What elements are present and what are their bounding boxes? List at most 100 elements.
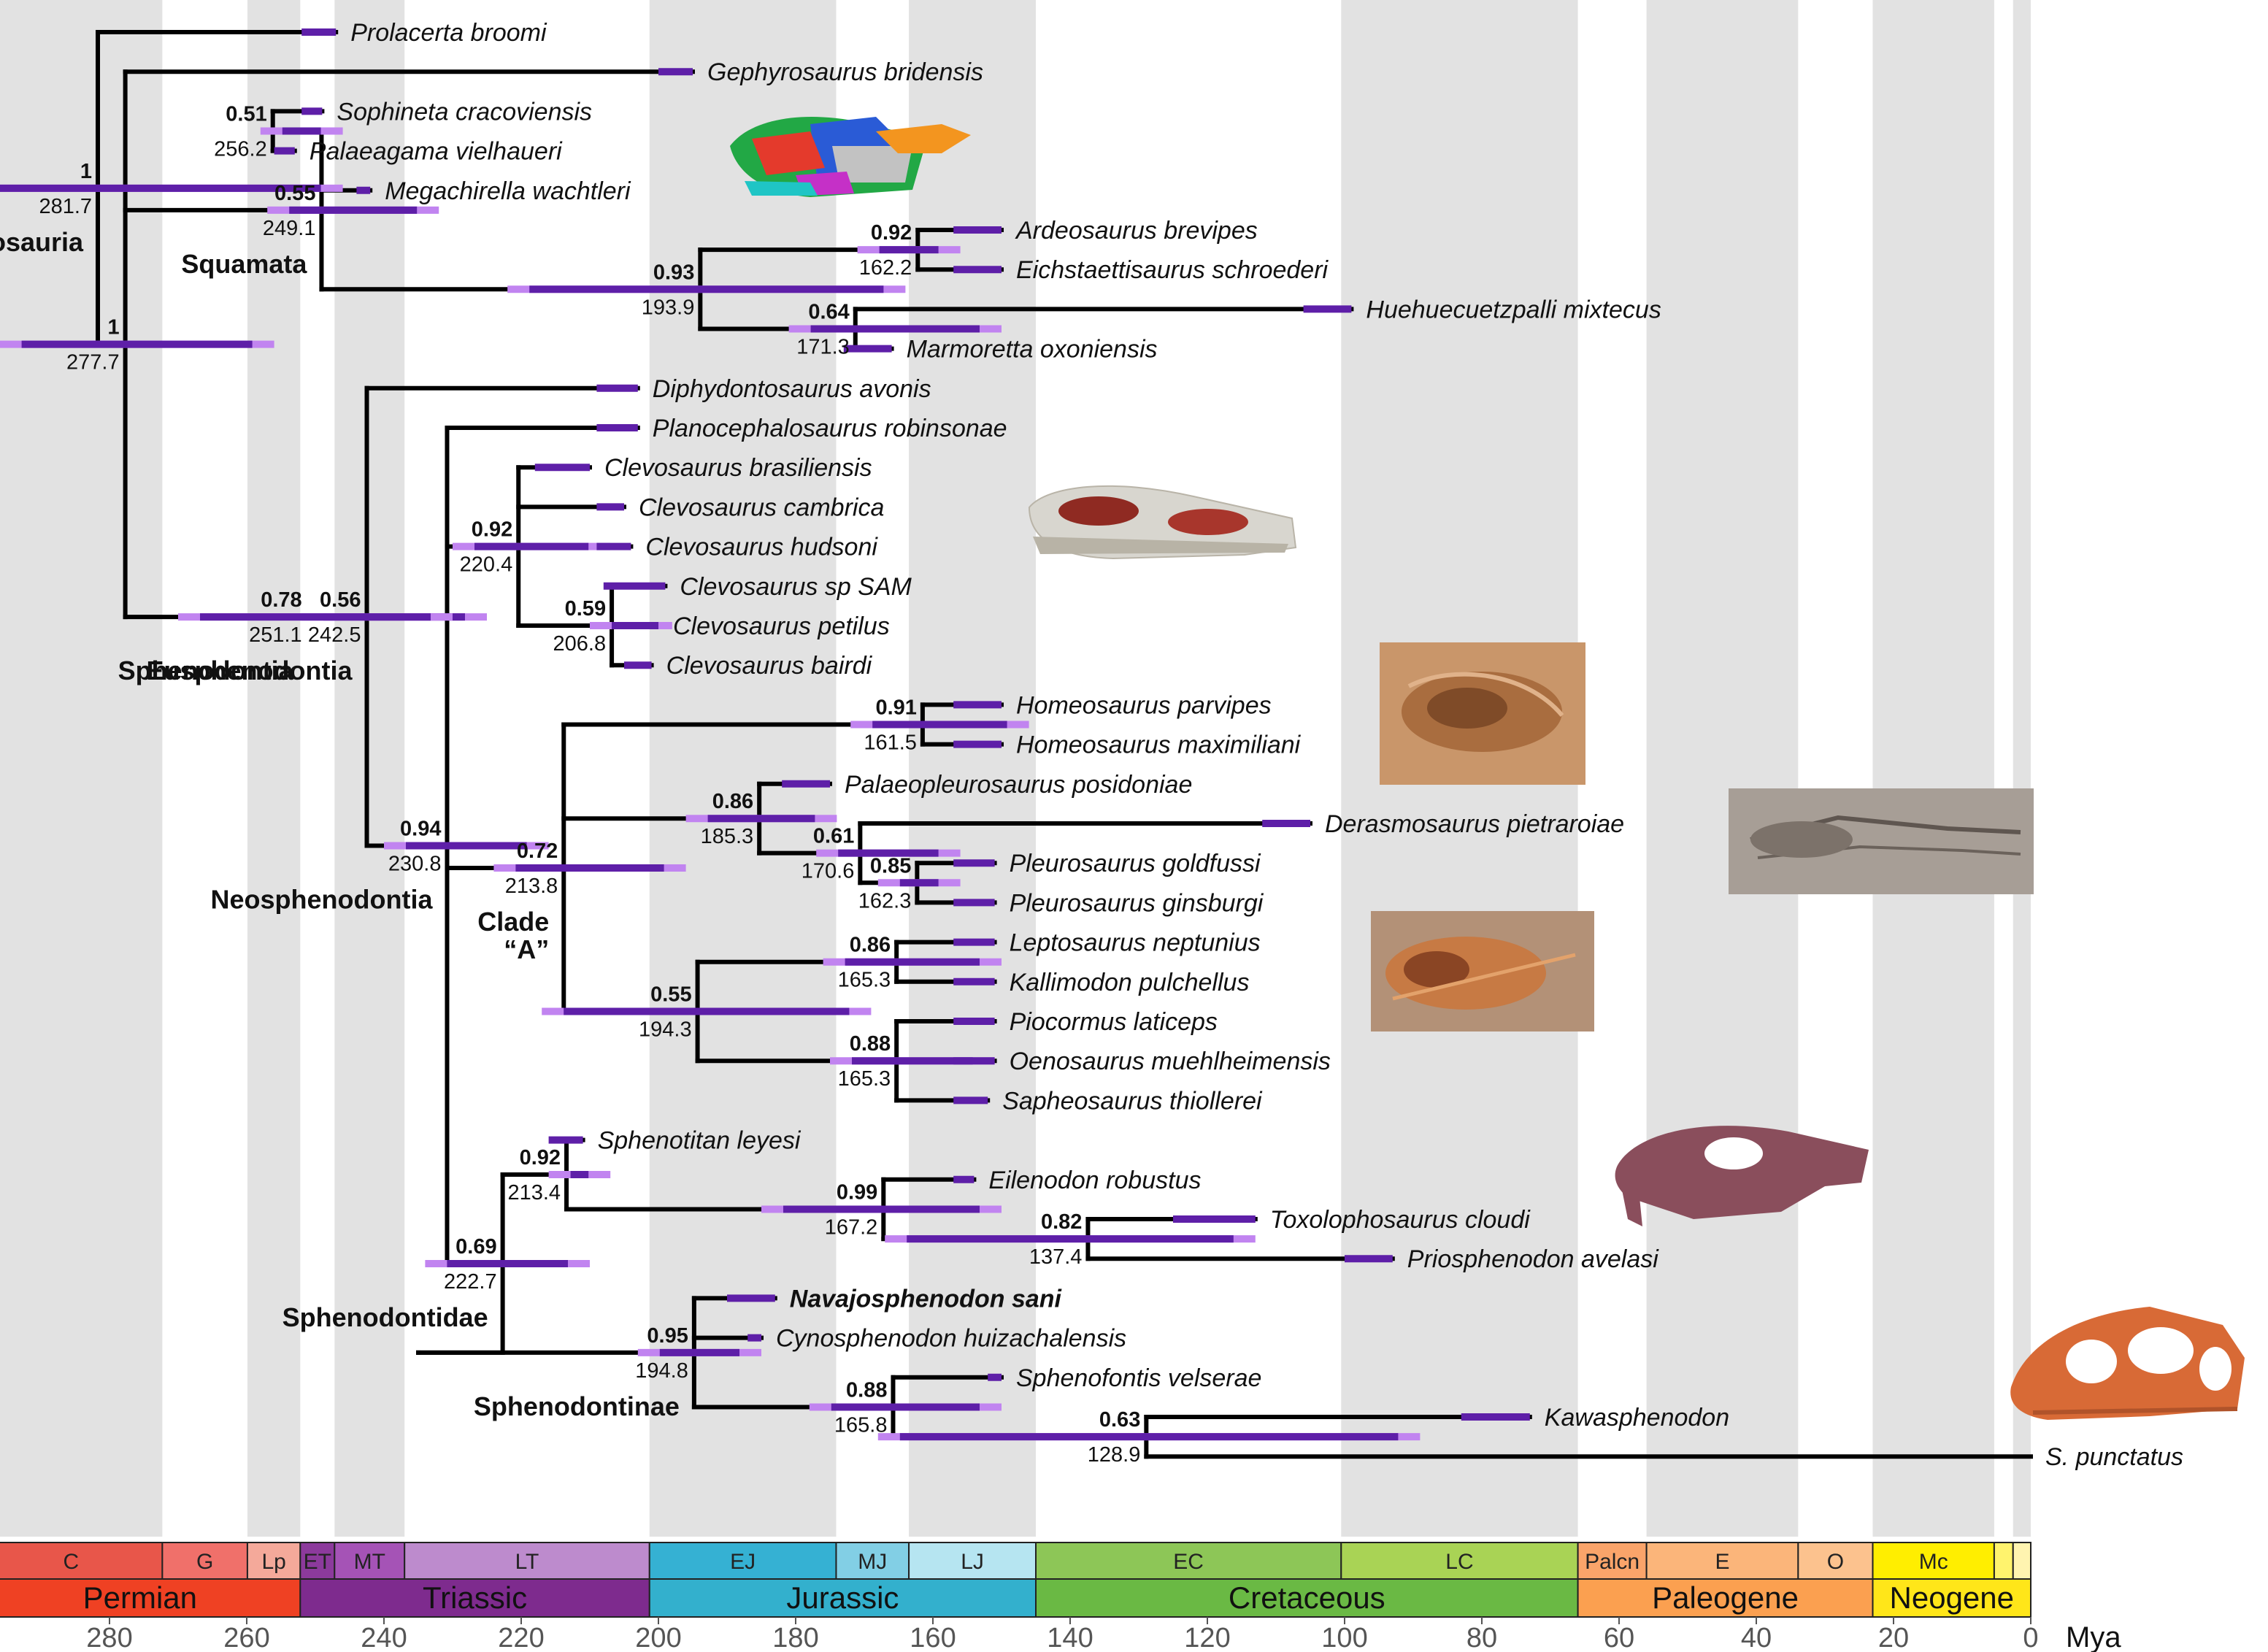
band-lp (247, 0, 301, 1537)
period-cretaceous (1035, 1578, 1579, 1618)
age-n_kawa: 128.9 (1088, 1443, 1141, 1467)
age-n_cladeA: 213.8 (505, 875, 558, 898)
age-n_sapheo: 194.3 (639, 1018, 692, 1041)
support-n_pioc: 0.88 (850, 1032, 891, 1056)
age-n_pleuro: 185.3 (701, 825, 754, 848)
taxon-label-palaeagama: Palaeagama vielhaueri (310, 138, 563, 166)
stage-label-g: G (196, 1550, 213, 1574)
taxon-label-navajosphenodon: Navajosphenodon sani (790, 1285, 1063, 1313)
stage-o (1797, 1542, 1874, 1580)
clade-label-clade-a: Clade (477, 907, 549, 937)
period-label-jurassic: Jurassic (786, 1580, 899, 1615)
tick-label-20: 20 (1878, 1623, 1909, 1652)
taxon-label-planocephalosaurus: Planocephalosaurus robinsonae (653, 415, 1007, 442)
band-quaternary (2013, 0, 2031, 1537)
taxon-label-punctatus: S. punctatus (2045, 1443, 2183, 1471)
axis-unit-label: Mya (2066, 1621, 2121, 1652)
labels: 1281.7Lepidosauria1277.70.51256.20.55249… (0, 19, 2183, 1471)
period-neogene (1872, 1578, 2032, 1618)
age-n_eilen: 167.2 (825, 1215, 878, 1239)
tick-label-280: 280 (86, 1623, 132, 1652)
taxon-label-toxolophosaurus: Toxolophosaurus cloudi (1270, 1206, 1531, 1234)
support-n_sphen: 0.78 (261, 588, 301, 612)
age-n_lepido: 277.7 (66, 351, 120, 374)
stage-label-lj: LJ (961, 1550, 984, 1574)
support-n_cladeA: 0.72 (517, 840, 558, 863)
taxon-label-piocormus: Piocormus laticeps (1010, 1008, 1218, 1036)
support-n_sq: 0.55 (274, 182, 315, 205)
stage-label-mj: MJ (858, 1550, 887, 1574)
taxon-label-cynosphenodon: Cynosphenodon huizachalensis (776, 1325, 1126, 1353)
taxon-label-derasmosaurus: Derasmosaurus pietraroiae (1325, 810, 1624, 838)
age-n_sphen: 251.1 (249, 623, 302, 647)
band-e (1646, 0, 1799, 1537)
clade-label-sphenodontinae: Sphenodontinae (474, 1391, 680, 1421)
taxon-label-sphenotitan: Sphenotitan leyesi (598, 1127, 802, 1155)
clade-label-clade-a: “A” (504, 934, 549, 964)
support-n_pl1: 0.61 (813, 825, 854, 848)
clade-label-squamata: Squamata (181, 249, 307, 279)
taxon-label-clevo_hudsoni: Clevosaurus hudsoni (645, 534, 878, 561)
age-n_eusphen: 242.5 (308, 623, 361, 647)
support-n_ardeich: 0.92 (871, 221, 912, 245)
stage-lj (908, 1542, 1037, 1580)
tick-label-240: 240 (361, 1623, 407, 1652)
period-label-triassic: Triassic (423, 1580, 527, 1615)
taxon-label-pleuro_goldfussi: Pleurosaurus goldfussi (1010, 850, 1261, 877)
age-n_crown: 193.9 (642, 296, 695, 319)
taxon-label-priosphenodon: Priosphenodon avelasi (1407, 1245, 1659, 1273)
taxon-label-clevo_cambrica: Clevosaurus cambrica (639, 493, 884, 521)
support-n_root: 1 (80, 160, 92, 183)
taxon-label-sapheosaurus: Sapheosaurus thiollerei (1002, 1087, 1263, 1115)
age-n_pioc: 165.3 (838, 1067, 891, 1091)
clade-label-lepidosauria: Lepidosauria (0, 227, 84, 257)
taxon-label-clevo_brasiliensis: Clevosaurus brasiliensis (604, 454, 872, 482)
support-n_sapheo: 0.55 (650, 983, 691, 1006)
support-n_eilen: 0.99 (837, 1180, 877, 1204)
support-n_pleuro: 0.86 (712, 790, 753, 813)
taxon-label-clevo_bairdi: Clevosaurus bairdi (666, 652, 873, 680)
clade-label-sphenodontidae: Sphenodontidae (282, 1302, 488, 1332)
phylogenetic-tree: 1281.7Lepidosauria1277.70.51256.20.55249… (0, 19, 2183, 1471)
taxon-label-eilenodon: Eilenodon robustus (988, 1167, 1201, 1194)
age-n_sophpal: 256.2 (214, 138, 267, 161)
taxon-label-leptosaurus: Leptosaurus neptunius (1010, 929, 1261, 957)
stage-c (0, 1542, 164, 1580)
taxon-label-clevo_petilus: Clevosaurus petilus (673, 612, 890, 640)
clade-label-neosphenodontia: Neosphenodontia (210, 884, 433, 914)
tick-label-160: 160 (910, 1623, 956, 1652)
clade-label-eusphenodontia: Eusphenodontia (147, 656, 353, 685)
stage-lp (246, 1542, 301, 1580)
tick-label-100: 100 (1321, 1623, 1367, 1652)
period-triassic (299, 1578, 650, 1618)
band-ej (649, 0, 837, 1537)
support-n_sphenofontis: 0.88 (846, 1378, 887, 1402)
stage-e (1645, 1542, 1799, 1580)
band-mc (1872, 0, 1994, 1537)
stage-mt (334, 1542, 406, 1580)
stage-et (299, 1542, 336, 1580)
tick-label-60: 60 (1604, 1623, 1634, 1652)
taxon-label-eichstaettisaurus: Eichstaettisaurus schroederi (1016, 256, 1329, 284)
period-label-cretaceous: Cretaceous (1229, 1580, 1385, 1615)
support-n_eusphen: 0.56 (320, 588, 361, 612)
taxon-label-pleuro_ginsburgi: Pleurosaurus ginsburgi (1010, 889, 1264, 917)
taxon-label-prolacerta: Prolacerta broomi (350, 19, 547, 47)
priosphenodon-skull-image (1615, 1126, 1869, 1226)
support-n_pl2: 0.85 (870, 854, 911, 877)
taxon-label-clevo_sam: Clevosaurus sp SAM (680, 573, 912, 601)
stage-unlabelled (2012, 1542, 2032, 1580)
period-label-paleogene: Paleogene (1652, 1580, 1799, 1615)
age-n_sphenofontis: 165.8 (834, 1413, 888, 1437)
period-paleogene (1577, 1578, 1874, 1618)
taxon-label-gephyrosaurus: Gephyrosaurus bridensis (707, 58, 983, 86)
stage-label-lt: LT (515, 1550, 539, 1574)
tick-label-220: 220 (498, 1623, 544, 1652)
age-n_navajo: 194.8 (635, 1359, 688, 1383)
taxon-label-homeo_parvipes: Homeosaurus parvipes (1016, 691, 1272, 719)
tick-label-200: 200 (635, 1623, 681, 1652)
age-n_sphenotitan: 213.4 (507, 1181, 561, 1205)
taxon-label-sphenofontis: Sphenofontis velserae (1016, 1364, 1261, 1392)
